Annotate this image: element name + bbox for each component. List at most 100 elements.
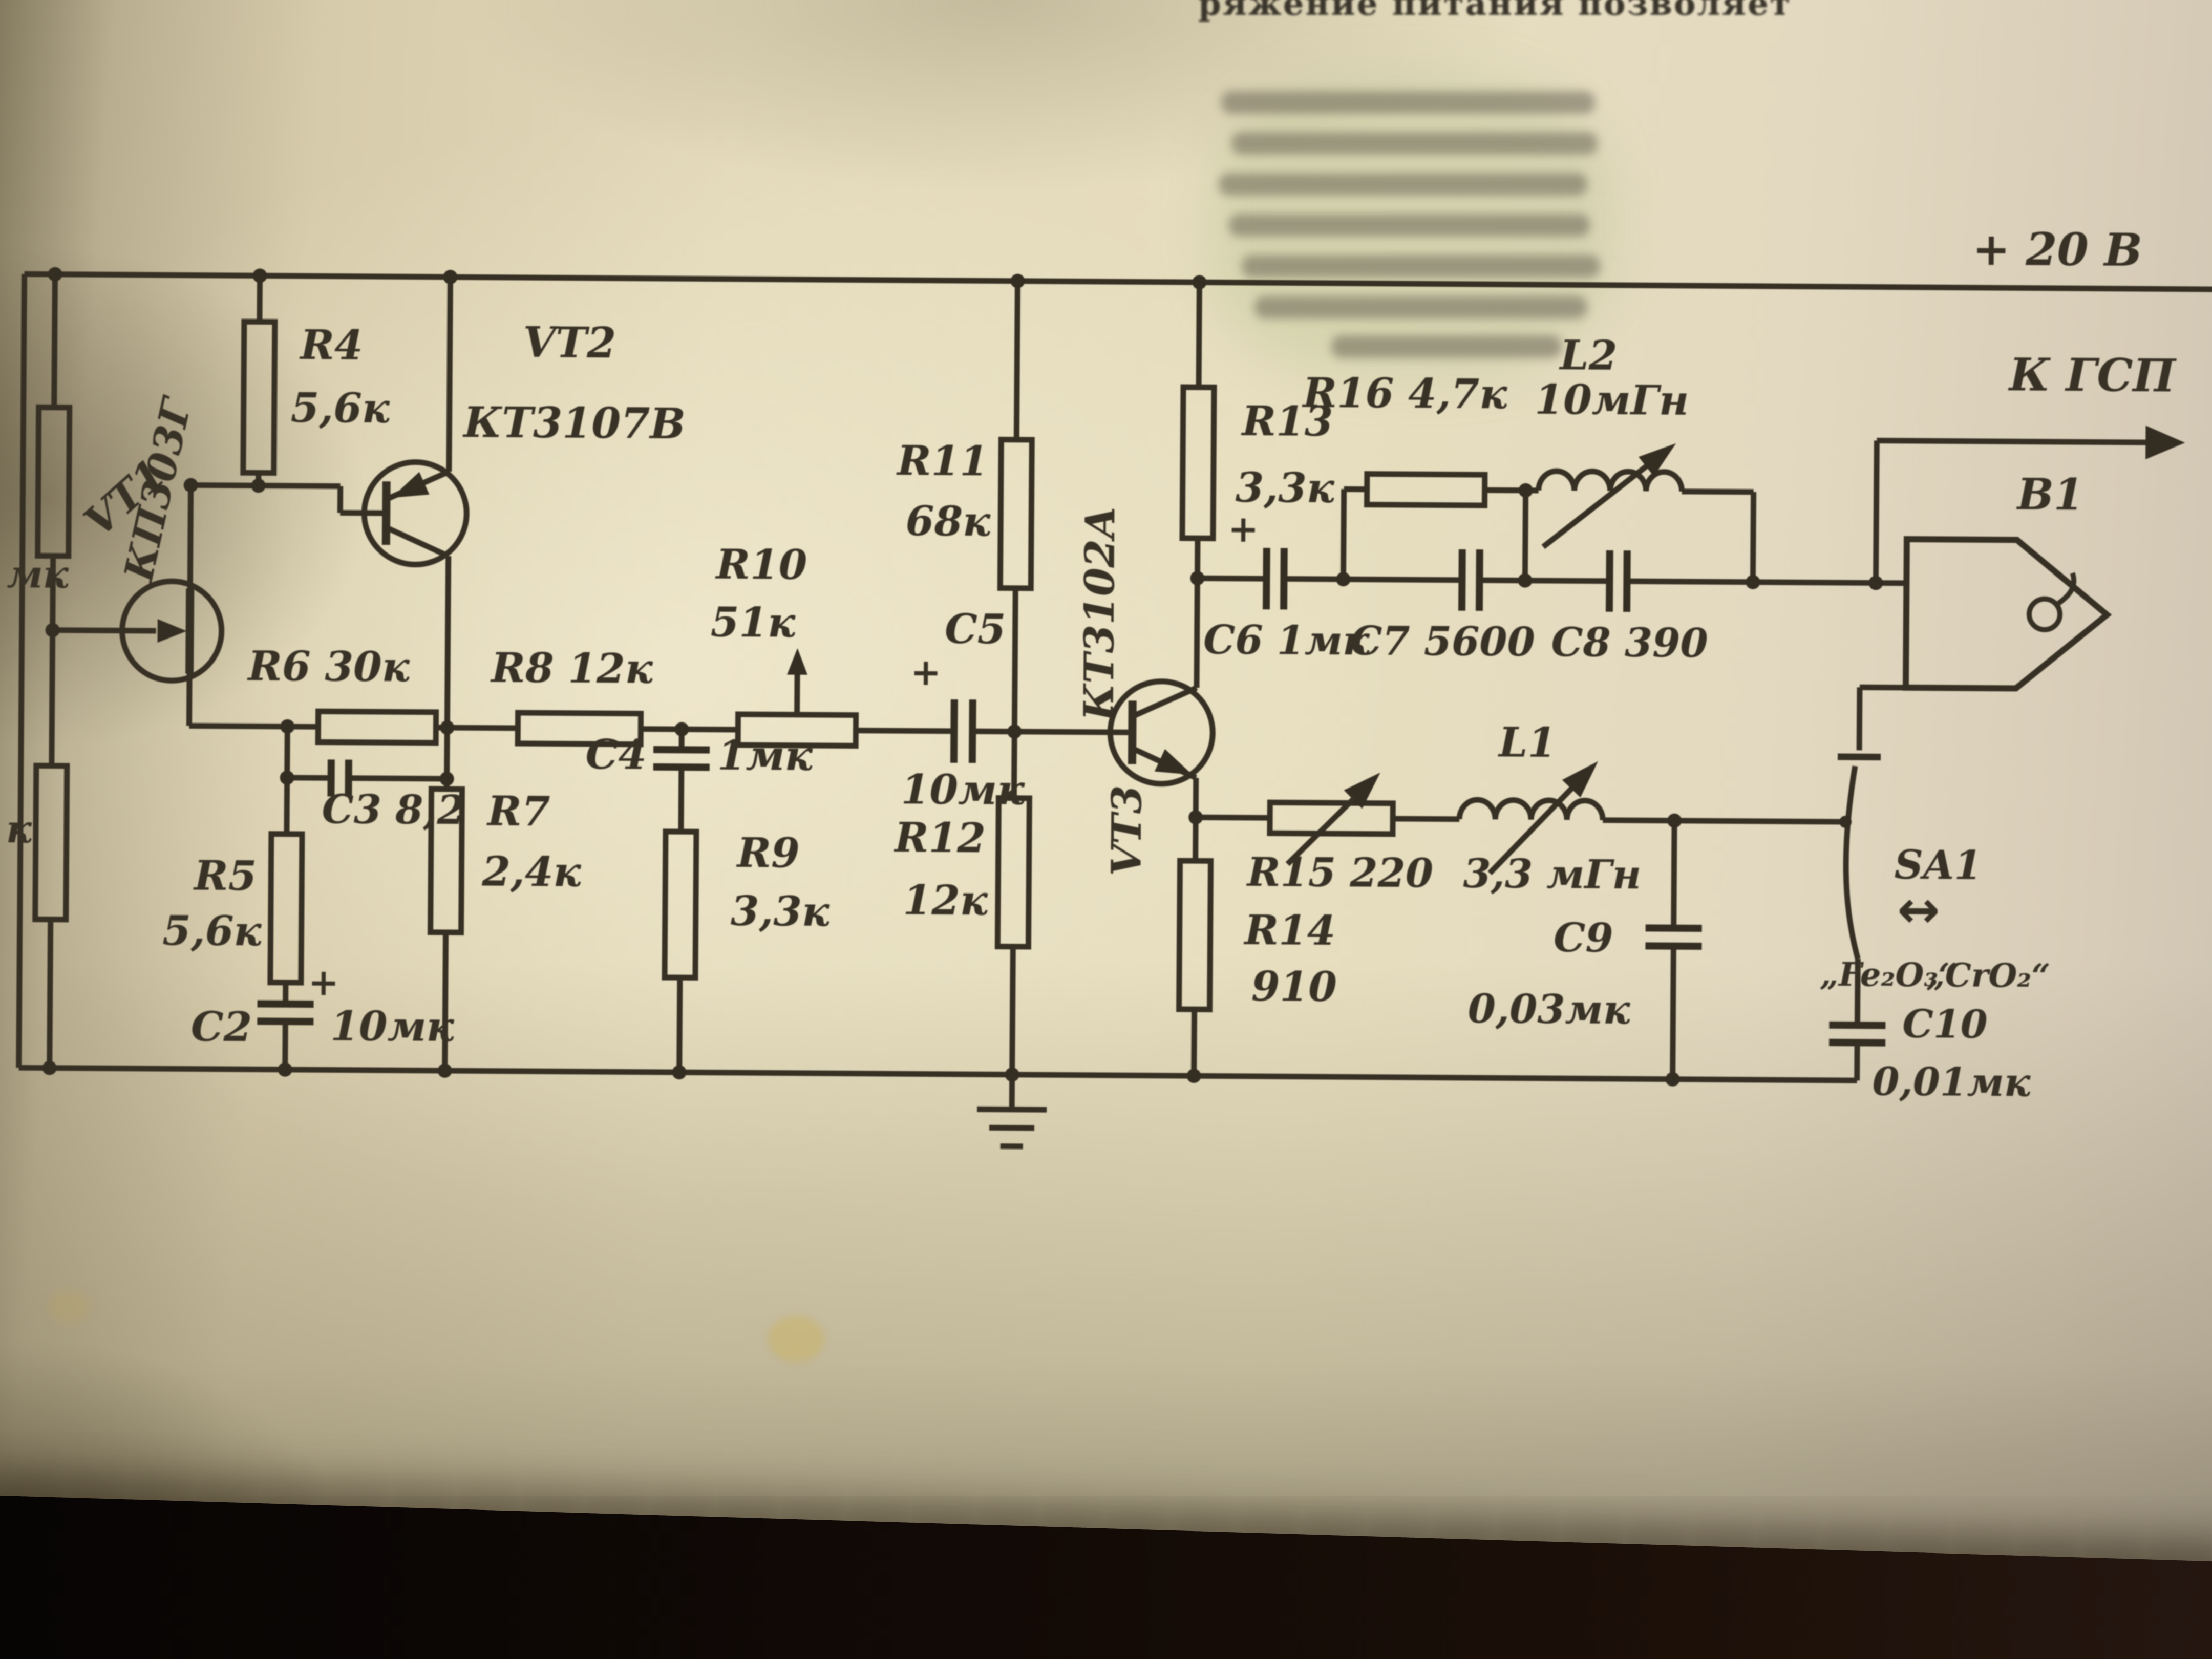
resistor-r14 xyxy=(1176,817,1214,1076)
cutoff-label-lower: к xyxy=(6,807,33,852)
r4-ref-label: R4 xyxy=(299,321,363,369)
adjust-arrow-icon xyxy=(1562,761,1598,798)
l1-value-label: 3,3 мГн xyxy=(1463,850,1641,898)
r12-ref-label: R12 xyxy=(894,813,986,862)
network-upper-branch xyxy=(1340,443,1757,582)
resistor-r15 xyxy=(1196,772,1460,866)
r6-label: R6 30к xyxy=(247,642,410,691)
r10-value-label: 51к xyxy=(710,598,796,647)
l1-ref-label: L1 xyxy=(1498,718,1557,767)
c6-polarity-label: + xyxy=(1228,507,1259,550)
sa1-left-pos-label: „Fe₂O₃“ xyxy=(1820,955,1958,995)
c6-label: C6 1мк xyxy=(1203,616,1371,664)
c3-label: C3 8,2 xyxy=(322,786,465,834)
bias-divider xyxy=(32,274,156,1068)
resistor-r13 xyxy=(1179,282,1217,579)
sa1-right-pos-label: „CrO₂“ xyxy=(1926,956,2051,995)
vt3-type-label: КТ3102А xyxy=(1074,506,1124,722)
resistor-r16 xyxy=(1364,471,1488,508)
blurred-text-line xyxy=(1219,173,1587,196)
r13-value-label: 3,3к xyxy=(1235,463,1335,512)
cutoff-label-upper: мк xyxy=(7,552,69,597)
c9-ref-label: C9 xyxy=(1554,914,1613,962)
blurred-text-line xyxy=(1254,296,1587,318)
blurred-text-line xyxy=(1229,214,1590,237)
gsp-label: К ГСП xyxy=(2008,348,2177,402)
capacitor-c6 xyxy=(1197,548,1344,610)
r5-value-label: 5,6к xyxy=(162,906,262,955)
r8-label: R8 12к xyxy=(490,644,653,693)
network-lower-branch xyxy=(1343,490,1907,612)
blurred-text-line xyxy=(1221,91,1595,114)
signal-line xyxy=(189,722,1133,735)
r7-ref-label: R7 xyxy=(486,787,550,836)
b1-ref-label: В1 xyxy=(2016,469,2084,520)
r15-label: R15 220 xyxy=(1246,849,1433,897)
blurred-text-line xyxy=(1231,132,1598,155)
r13-ref-label: R13 xyxy=(1241,397,1333,445)
npn-emitter-arrow-icon xyxy=(1154,749,1193,775)
transistor-vt2 xyxy=(361,276,470,728)
c10-value-label: 0,01мк xyxy=(1872,1058,2031,1105)
capacitor-c3 xyxy=(284,726,447,797)
resistor-r11 xyxy=(997,281,1035,732)
r14-value-label: 910 xyxy=(1251,962,1337,1011)
blurred-text-line xyxy=(1242,255,1600,278)
blurred-text-line xyxy=(1331,335,1562,358)
c9-value-label: 0,03мк xyxy=(1467,986,1631,1033)
c7-label: C7 5600 xyxy=(1350,618,1535,666)
capacitor-c5 xyxy=(950,699,976,763)
vt2-ref-label: VT2 xyxy=(523,318,616,368)
l2-ref-label: L2 xyxy=(1559,331,1618,379)
transistor-vt3 xyxy=(1107,578,1216,818)
ground-symbol xyxy=(977,1074,1047,1150)
capacitor-c4 xyxy=(653,729,710,832)
r9-ref-label: R9 xyxy=(736,828,800,877)
r11-ref-label: R11 xyxy=(896,436,988,485)
capacitor-c9 xyxy=(1645,820,1702,1079)
vt3-ref-label: VT3 xyxy=(1102,785,1151,876)
resistor-r5 xyxy=(267,777,305,1004)
sa1-ref-label: SA1 xyxy=(1894,842,1982,889)
paper-stain xyxy=(49,1290,90,1323)
resistor-body xyxy=(32,762,70,923)
paper-stain xyxy=(768,1316,824,1362)
c2-ref-label: C2 xyxy=(191,1003,252,1051)
junction-dots xyxy=(42,267,1883,1087)
c2-polarity-label: + xyxy=(308,960,339,1004)
r12-value-label: 12к xyxy=(903,876,988,924)
page-caption-fragment: ряжение питания позволяет xyxy=(1198,0,1792,23)
inductor-l1 xyxy=(1456,761,1846,876)
vt2-type-label: КТ3107В xyxy=(462,398,686,449)
resistor-body xyxy=(35,404,73,559)
r11-value-label: 68к xyxy=(905,497,991,545)
power-rail-label: + 20 В xyxy=(1972,222,2143,276)
resistor-r9 xyxy=(662,828,699,1073)
l2-value-label: 10мГн xyxy=(1535,375,1689,424)
c4-ref-label: C4 xyxy=(585,730,647,779)
c5-polarity-label: + xyxy=(910,650,942,693)
resistor-r6 xyxy=(315,708,439,746)
transistor-vt1 xyxy=(119,485,225,726)
resistor-r8 xyxy=(515,710,644,748)
sa1-toggle-arrow: ↔ xyxy=(1897,880,1941,940)
power-rail xyxy=(16,271,2212,1068)
r4-value-label: 5,6к xyxy=(290,384,390,432)
capacitor-c7 xyxy=(1458,549,1483,611)
head-core-icon xyxy=(2026,596,2062,632)
trimmer-arrow-icon xyxy=(787,648,808,675)
switch-sa1 xyxy=(1843,765,1861,960)
c5-value-label: 10мк xyxy=(901,765,1025,814)
r14-ref-label: R14 xyxy=(1243,906,1335,954)
r9-value-label: 3,3к xyxy=(731,887,831,935)
gsp-arrow-icon xyxy=(2145,426,2185,460)
r7-value-label: 2,4к xyxy=(481,847,582,896)
inductor-l2 xyxy=(1536,468,1685,492)
resistor-r12 xyxy=(994,731,1032,1075)
r10-ref-label: R10 xyxy=(715,540,807,589)
r5-ref-label: R5 xyxy=(193,852,257,900)
c2-value-label: 10мк xyxy=(330,1002,455,1051)
